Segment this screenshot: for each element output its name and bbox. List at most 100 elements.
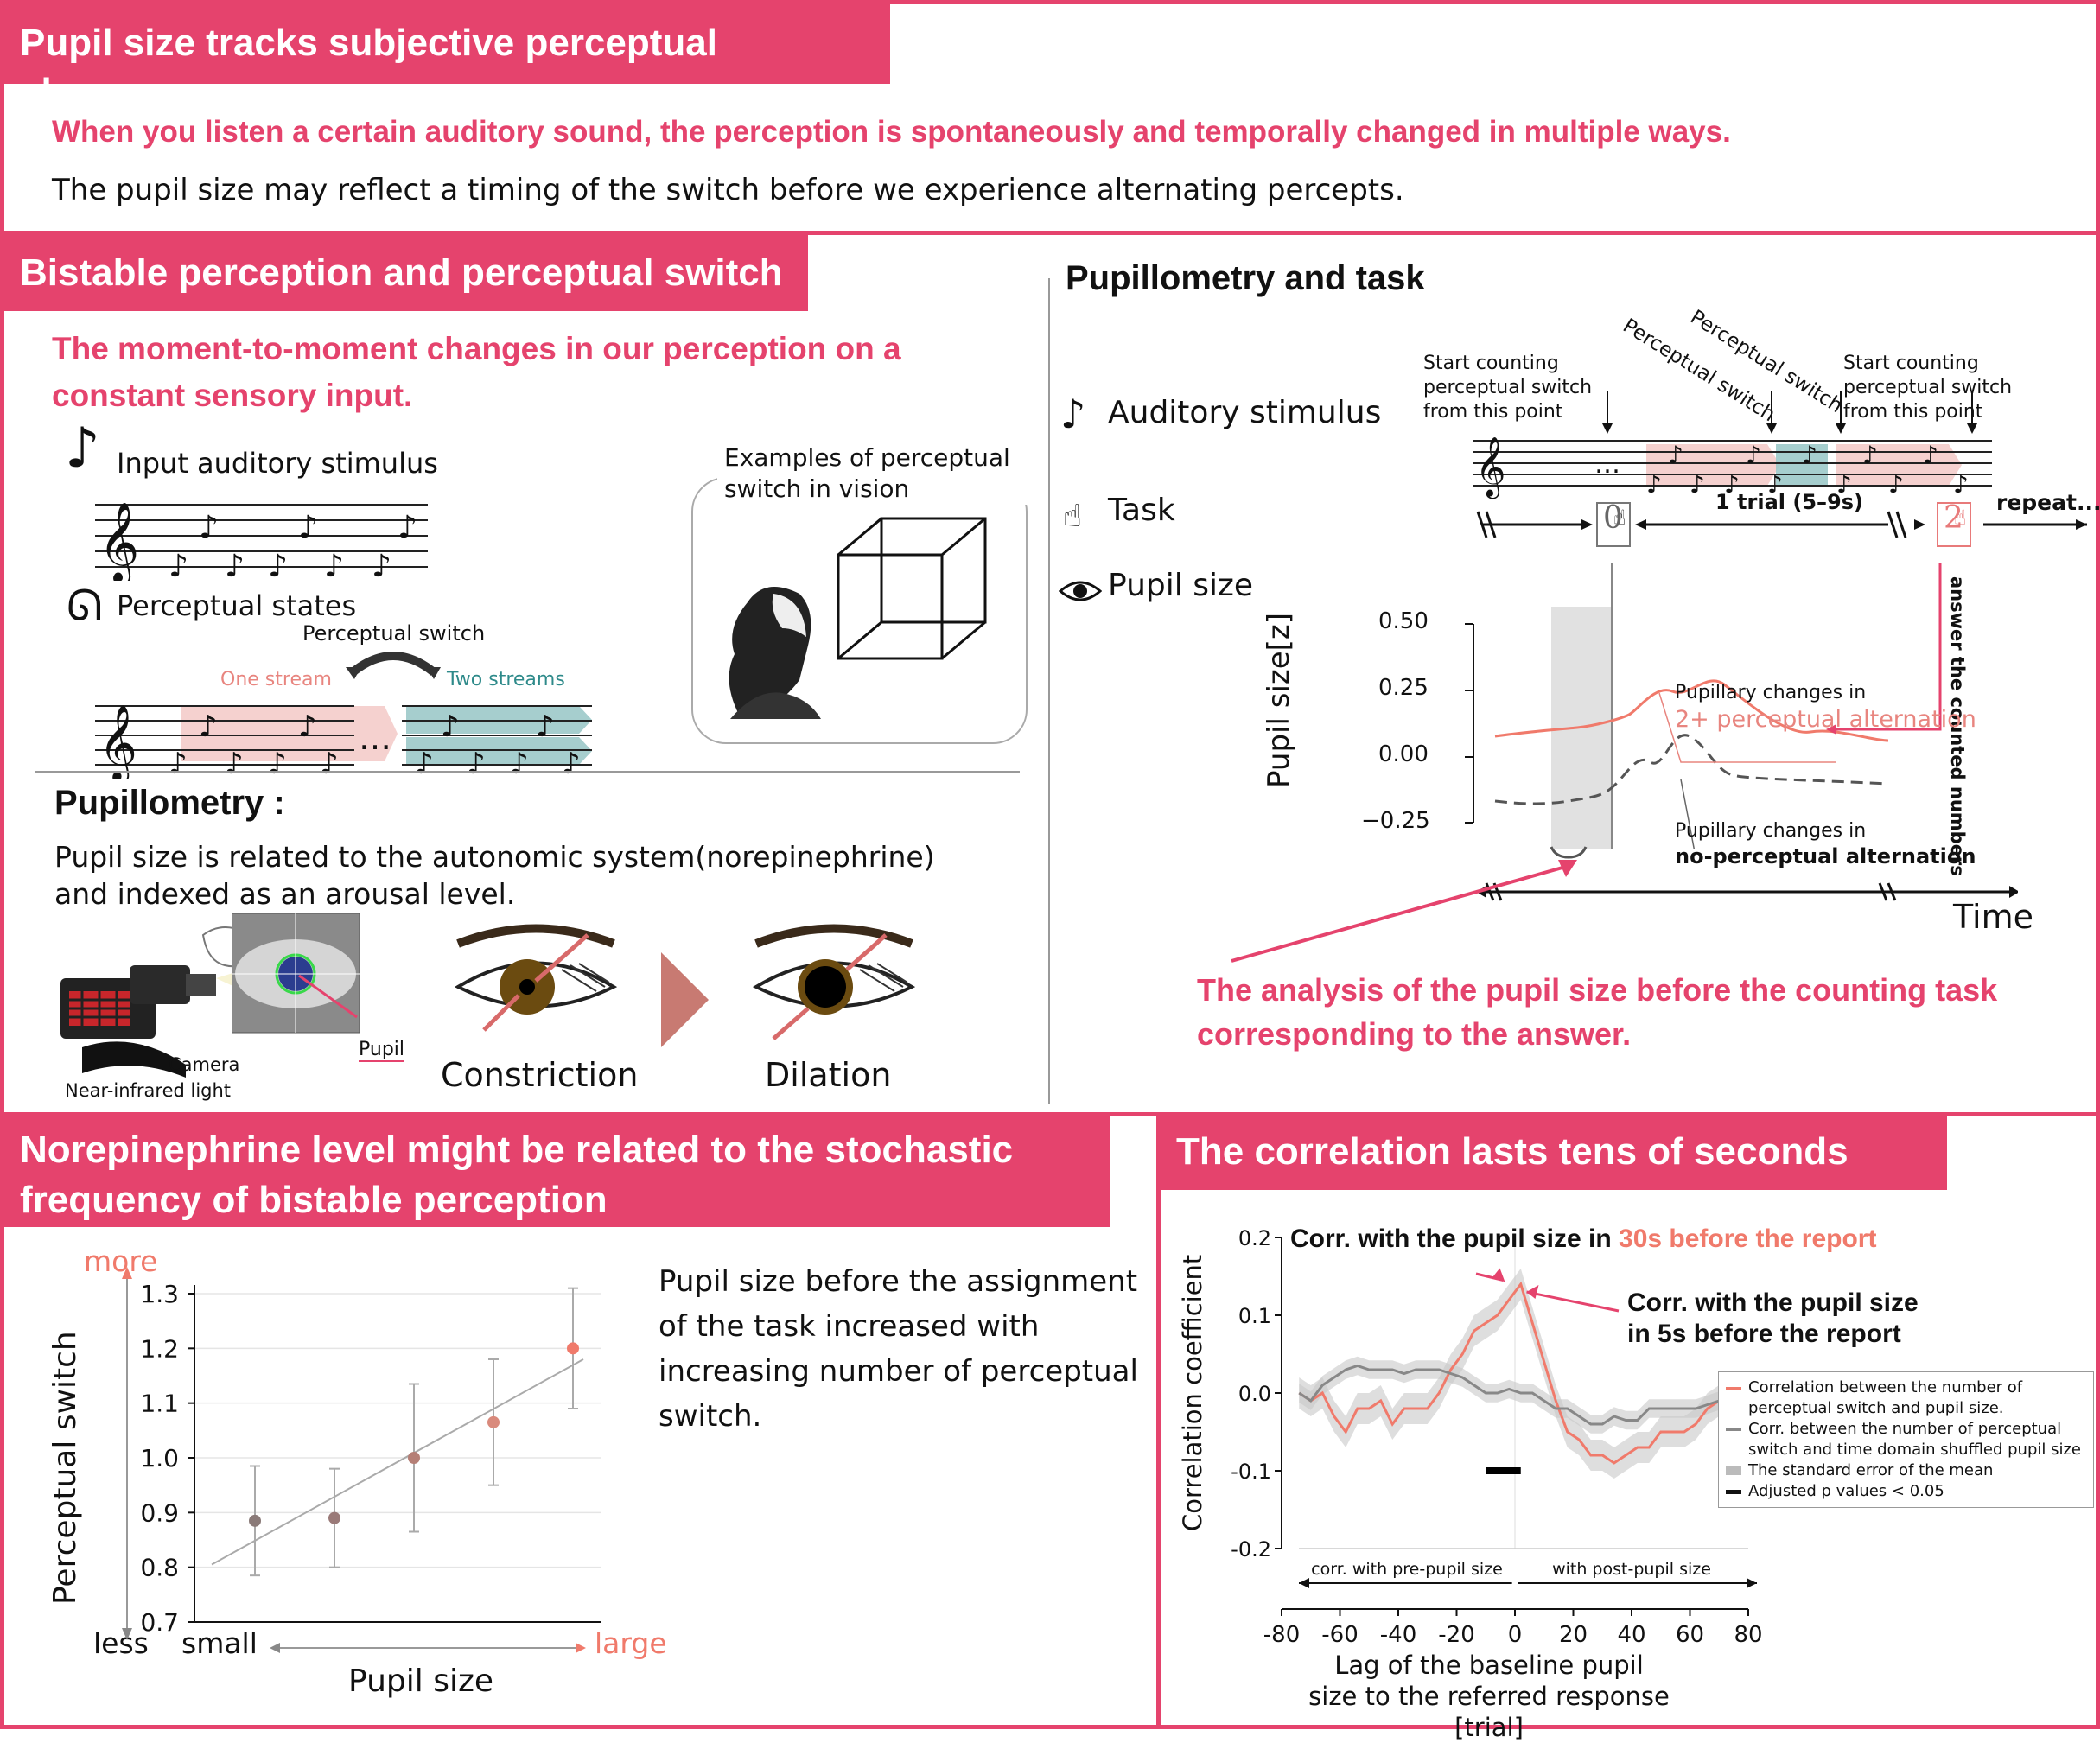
two-streams-label: Two streams xyxy=(447,669,565,690)
nir-label: Near-infrared light xyxy=(65,1080,232,1101)
svg-text:…: … xyxy=(1594,449,1620,480)
legend-shuffled-text: Corr. between the number of perceptual s… xyxy=(1748,1420,2081,1459)
time-axis xyxy=(1476,846,2018,901)
scatter-ytick-label: 0.9 xyxy=(140,1498,179,1527)
analysis-arrow xyxy=(1231,860,1577,963)
scatter-trend-line xyxy=(211,1358,584,1566)
svg-text:♪: ♪ xyxy=(1888,470,1904,499)
correlation-title: The correlation lasts tens of seconds xyxy=(1161,1116,1947,1190)
corr-legend: Correlation between the number of percep… xyxy=(1718,1371,2094,1508)
svg-text:♪: ♪ xyxy=(562,747,581,779)
norepinephrine-title: Norepinephrine level might be related to… xyxy=(4,1116,1110,1227)
annotation-30s-hl: 30s before the report xyxy=(1619,1225,1877,1253)
svg-text:♪: ♪ xyxy=(1836,470,1852,499)
pupil-ytick-025: 0.25 xyxy=(1378,675,1429,701)
svg-text:♪: ♪ xyxy=(1802,441,1817,469)
bistable-subtitle: The moment-to-moment changes in our perc… xyxy=(52,331,901,413)
one-stream-label: One stream xyxy=(220,669,332,690)
legend-alt-1: Pupillary changes in xyxy=(1675,682,1867,703)
scatter-ytick-label: 1.3 xyxy=(140,1280,179,1308)
auditory-label: Auditory stimulus xyxy=(1108,395,1382,430)
scatter-ytick-label: 1.2 xyxy=(140,1334,179,1363)
legend-item-shuffled: Corr. between the number of perceptual s… xyxy=(1726,1419,2086,1460)
correlation-panel: The correlation lasts tens of seconds 0.… xyxy=(1156,1112,2100,1742)
svg-text:♪: ♪ xyxy=(510,747,529,779)
scatter-more: more xyxy=(84,1244,158,1278)
svg-text:♪: ♪ xyxy=(324,549,344,581)
large-arrowhead xyxy=(576,1643,586,1653)
annotation-arrowhead-30s xyxy=(1492,1268,1505,1282)
corr-ytick-label: 0.0 xyxy=(1238,1382,1271,1406)
corr-line xyxy=(1298,1281,1721,1465)
pupil-ytick-050: 0.50 xyxy=(1378,608,1429,634)
svg-text:♪: ♪ xyxy=(1923,441,1938,469)
scatter-point xyxy=(328,1511,340,1524)
trial-label: 1 trial (5–9s) xyxy=(1715,490,1863,514)
intro-highlight: When you listen a certain auditory sound… xyxy=(52,115,1731,149)
hand-icon: ☝ xyxy=(1063,499,1082,534)
old-young-woman-illustration xyxy=(729,587,821,719)
corr-xtick-label: 0 xyxy=(1508,1622,1523,1648)
pupillometry-title: Pupillometry : xyxy=(54,784,285,822)
corr-xtick-label: 40 xyxy=(1617,1622,1645,1648)
count-two: 2 xyxy=(1944,500,1963,536)
eye-icon xyxy=(1059,581,1102,601)
legend-item-sem: The standard error of the mean xyxy=(1726,1460,2086,1481)
task-title: Pupillometry and task xyxy=(1066,259,1425,297)
svg-text:𝄞: 𝄞 xyxy=(99,501,139,581)
bistable-title: Bistable perception and perceptual switc… xyxy=(4,235,808,311)
svg-text:♪: ♪ xyxy=(320,747,339,779)
constriction-label: Constriction xyxy=(441,1056,639,1094)
intro-panel: Pupil size tracks subjective perceptual … xyxy=(0,0,2100,235)
note-icon: ♪ xyxy=(65,417,100,480)
answer-label: answer the counted numbers xyxy=(1947,576,1968,876)
scatter-point xyxy=(567,1342,579,1355)
annotation-30s-pre: Corr. with the pupil size in xyxy=(1290,1225,1620,1253)
legend-alt-2: 2+ perceptual alternation xyxy=(1675,706,1976,733)
more-arrowhead xyxy=(122,1267,132,1279)
pupil-size-label: Pupil size xyxy=(1108,568,1253,603)
bistable-panel: Bistable perception and perceptual switc… xyxy=(0,231,2100,1116)
small-arrowhead xyxy=(270,1643,280,1653)
annotation-30s: Corr. with the pupil size in 30s before … xyxy=(1290,1225,1876,1254)
corr-sem-band xyxy=(1299,1269,1720,1479)
camera-label: Camera xyxy=(169,1054,240,1075)
scatter-ytick-label: 1.0 xyxy=(140,1444,179,1473)
svg-text:☝: ☝ xyxy=(1954,506,1967,530)
svg-text:♪: ♪ xyxy=(415,747,434,779)
legend-noalt-1: Pupillary changes in xyxy=(1675,820,1867,842)
legend-noalt-2: no-perceptual alternation xyxy=(1675,844,1976,868)
analysis-note: The analysis of the pupil size before th… xyxy=(1197,972,1998,1052)
svg-text:♪: ♪ xyxy=(169,747,188,779)
left-divider xyxy=(35,771,1020,773)
svg-text:♪: ♪ xyxy=(199,510,219,545)
perceptual-states-label: Perceptual states xyxy=(117,589,357,622)
legend-corr-text: Correlation between the number of percep… xyxy=(1748,1378,2023,1417)
scatter-point xyxy=(249,1514,261,1527)
ear-icon: ᘏ xyxy=(67,581,103,631)
scatter-large: large xyxy=(595,1626,667,1660)
trial-arrow-row: ☝ ☝ xyxy=(1476,502,2087,547)
constricted-eye xyxy=(454,924,618,1032)
pupil-ytick-neg025: −0.25 xyxy=(1361,808,1430,834)
scatter-ytick-label: 1.1 xyxy=(140,1390,179,1418)
corr-ytick-label: -0.1 xyxy=(1231,1460,1271,1484)
task-timeline-staff: 𝄞 … ♪♪♪♪♪♪♪♪♪♪♪♪ xyxy=(1473,391,1992,499)
svg-text:𝄞: 𝄞 xyxy=(1475,436,1505,499)
less-arrowhead xyxy=(122,1628,132,1640)
svg-text:♪: ♪ xyxy=(225,549,245,581)
corr-ytick-label: -0.2 xyxy=(1231,1537,1271,1562)
svg-text:♪: ♪ xyxy=(372,549,391,581)
svg-text:♪: ♪ xyxy=(467,747,486,779)
transition-arrow xyxy=(661,952,709,1047)
svg-text:♪: ♪ xyxy=(536,709,555,744)
legend-item-corr: Correlation between the number of percep… xyxy=(1726,1377,2086,1419)
scatter-ylabel: Perceptual switch xyxy=(48,1331,83,1605)
svg-text:♪: ♪ xyxy=(268,747,287,779)
vision-label: Examples of perceptual switch in vision xyxy=(717,442,1042,505)
corr-xtick-label: -80 xyxy=(1263,1622,1300,1648)
norepinephrine-panel: Norepinephrine level might be related to… xyxy=(0,1112,1161,1729)
scatter-point xyxy=(408,1452,420,1464)
states-staff: 𝄞 … ♪♪♪♪♪♪ ♪♪♪♪♪♪ xyxy=(95,703,592,779)
dilated-eye xyxy=(752,924,916,1040)
